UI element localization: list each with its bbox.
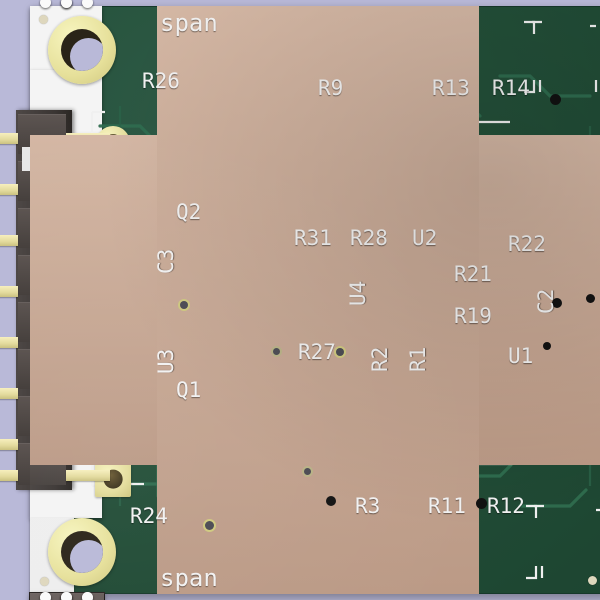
- silk-ref-u1: U1: [508, 344, 534, 368]
- via-2: [336, 348, 344, 356]
- silk-ref-c3: C3: [154, 248, 178, 274]
- silk-label-span-top: span: [160, 9, 218, 37]
- silk-ref-r31: R31: [294, 226, 332, 250]
- silk-ref-r12: R12: [487, 494, 525, 518]
- via-3: [205, 521, 214, 530]
- silk-ref-r28: R28: [350, 226, 388, 250]
- silk-ref-r14: R14: [492, 76, 530, 100]
- header-pin-tail-4: [0, 286, 18, 297]
- via-4: [273, 348, 280, 355]
- silk-ref-r22: R22: [508, 232, 546, 256]
- silk-ref-r26: R26: [142, 69, 180, 93]
- header-pin-tail-5: [0, 337, 18, 348]
- via-5: [304, 468, 311, 475]
- header-pin-tail-1: [0, 133, 18, 144]
- silk-ref-r1: R1: [406, 346, 430, 372]
- header-pin-8: [66, 470, 110, 481]
- silk-ref-r11: R11: [428, 494, 466, 518]
- silk-ref-u4: U4: [346, 280, 370, 306]
- silk-ref-r13: R13: [432, 76, 470, 100]
- header-pin-tail-6: [0, 388, 18, 399]
- header-pin-tail-3: [0, 235, 18, 246]
- test-point-1: [550, 94, 561, 105]
- silk-ref-r27: R27: [298, 340, 336, 364]
- silk-ref-r9: R9: [318, 76, 344, 100]
- silk-ref-q2: Q2: [176, 200, 202, 224]
- header-pin-tail-2: [0, 184, 18, 195]
- header-pin-tail-8: [0, 470, 18, 481]
- test-point-3: [326, 496, 336, 506]
- test-point-6: [543, 342, 551, 350]
- mounting-hole-bottom-left: [48, 518, 116, 586]
- silk-ref-r21: R21: [454, 262, 492, 286]
- test-point-4: [476, 498, 487, 509]
- mounting-hole-top-left: [48, 16, 116, 84]
- silk-ref-r2: R2: [368, 346, 392, 372]
- silk-ref-r24: R24: [130, 504, 168, 528]
- via-1: [180, 301, 188, 309]
- silk-ref-r19: R19: [454, 304, 492, 328]
- test-point-2: [552, 298, 562, 308]
- test-point-5: [586, 294, 595, 303]
- silk-ref-c2: C2: [534, 288, 558, 314]
- silk-label-span-bottom: span: [160, 564, 218, 592]
- silk-ref-u3: U3: [154, 348, 178, 374]
- header-pin-tail-7: [0, 439, 18, 450]
- silk-ref-r3: R3: [355, 494, 381, 518]
- silk-ref-q1: Q1: [176, 378, 202, 402]
- silk-ref-u2: U2: [412, 226, 438, 250]
